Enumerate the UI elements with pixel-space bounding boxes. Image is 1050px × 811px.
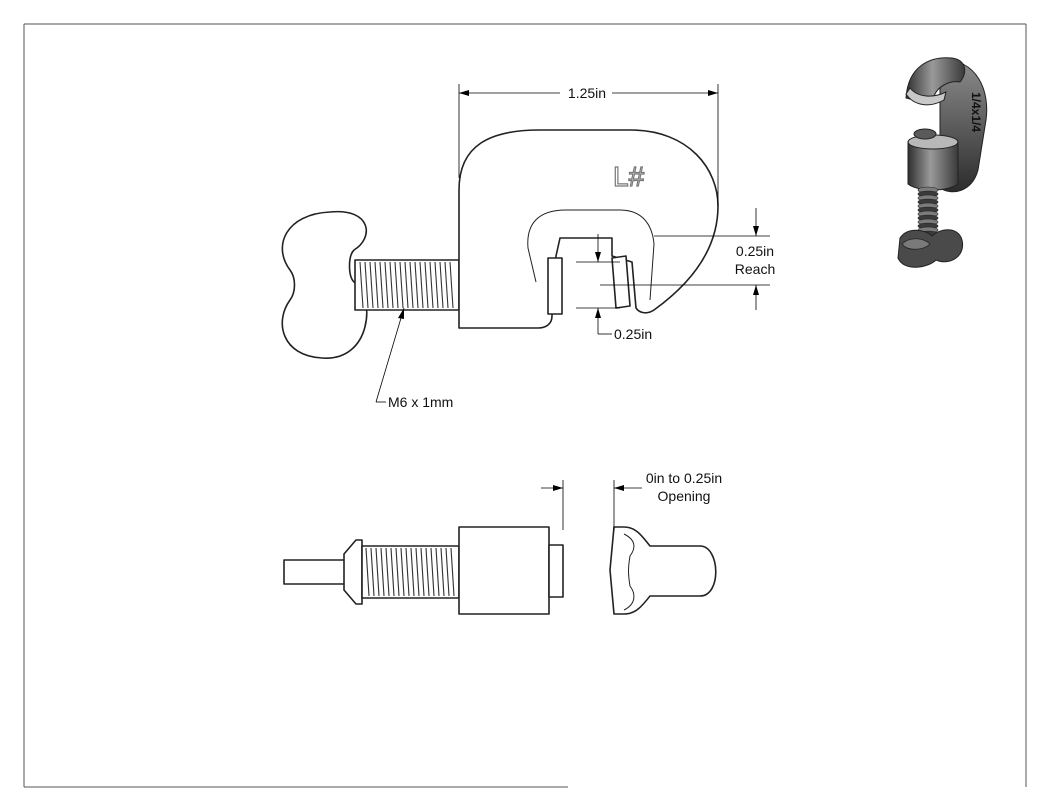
thread-label: M6 x 1mm: [388, 394, 453, 410]
thread-lines: [359, 261, 454, 309]
iso-screw-tip: [913, 128, 937, 140]
thread-line: [439, 261, 444, 309]
thread-line: [369, 261, 374, 309]
jaw-bottom: [609, 526, 717, 615]
width-label: 1.25in: [568, 85, 606, 101]
thread-line: [404, 261, 409, 309]
thread-line: [414, 261, 419, 309]
thread-line: [359, 261, 364, 309]
thread-line: [389, 261, 394, 309]
thread-line: [395, 547, 400, 597]
thread-line: [429, 261, 434, 309]
depth-dimension: 0.25in: [576, 234, 652, 342]
reach-dimension: 0.25in Reach: [600, 208, 775, 310]
wing-nut: [281, 210, 368, 359]
wing-nut-collar: [343, 539, 363, 605]
thread-line: [379, 261, 384, 309]
thread-line: [399, 261, 404, 309]
thread-line: [424, 261, 429, 309]
iso-frame-arc: [905, 57, 966, 105]
thread-callout: M6 x 1mm: [375, 307, 453, 410]
thread-line: [420, 547, 425, 597]
screw-tip: [547, 257, 563, 315]
reach-value: 0.25in: [736, 243, 774, 259]
reach-label: Reach: [735, 261, 775, 277]
thread-line: [394, 261, 399, 309]
thread-line: [384, 261, 389, 309]
thread-line: [435, 547, 440, 597]
thread-line: [400, 547, 405, 597]
thread-line: [374, 261, 379, 309]
thread-line: [380, 547, 385, 597]
jaw-pad: [611, 255, 631, 309]
opening-value: 0in to 0.25in: [646, 470, 722, 486]
thread-line: [445, 547, 450, 597]
opening-label: Opening: [658, 488, 711, 504]
wing-nut-edge: [283, 559, 355, 585]
thread-line: [365, 547, 370, 597]
thread-line: [419, 261, 424, 309]
thread-line: [430, 547, 435, 597]
jaw-bottom-edge: [623, 533, 635, 611]
thread-line: [405, 547, 410, 597]
screw-tip-bottom: [548, 544, 564, 598]
iso-engraving: 1/4x1/4: [969, 92, 983, 132]
thread-line: [390, 547, 395, 597]
thread-line: [410, 547, 415, 597]
thread-line: [370, 547, 375, 597]
thread-line: [415, 547, 420, 597]
thread-lines-bottom: [365, 547, 455, 597]
sheet-border: [23, 23, 1027, 788]
width-dimension: 1.25in: [458, 84, 719, 206]
front-engraving: L#: [613, 161, 645, 192]
thread-line: [450, 547, 455, 597]
depth-value: 0.25in: [614, 326, 652, 342]
iso-jaw-top: [905, 87, 947, 106]
jaw-inner-outline: [527, 209, 655, 301]
thread-line: [434, 261, 439, 309]
thread-line: [375, 547, 380, 597]
opening-dimension: 0in to 0.25in Opening: [541, 470, 722, 530]
thread-line: [440, 547, 445, 597]
iso-thread: [917, 186, 939, 238]
thread-line: [449, 261, 454, 309]
thread-line: [385, 547, 390, 597]
isometric-render: 1/4x1/4: [897, 57, 988, 268]
frame-body-bottom: [458, 526, 550, 615]
c-clamp-frame: [458, 129, 719, 329]
thread-line: [425, 547, 430, 597]
thread-line: [364, 261, 369, 309]
bottom-view: [283, 526, 717, 615]
thread-line: [444, 261, 449, 309]
thread-line: [409, 261, 414, 309]
front-view: L#: [281, 129, 719, 359]
iso-wing-highlight: [901, 238, 931, 250]
